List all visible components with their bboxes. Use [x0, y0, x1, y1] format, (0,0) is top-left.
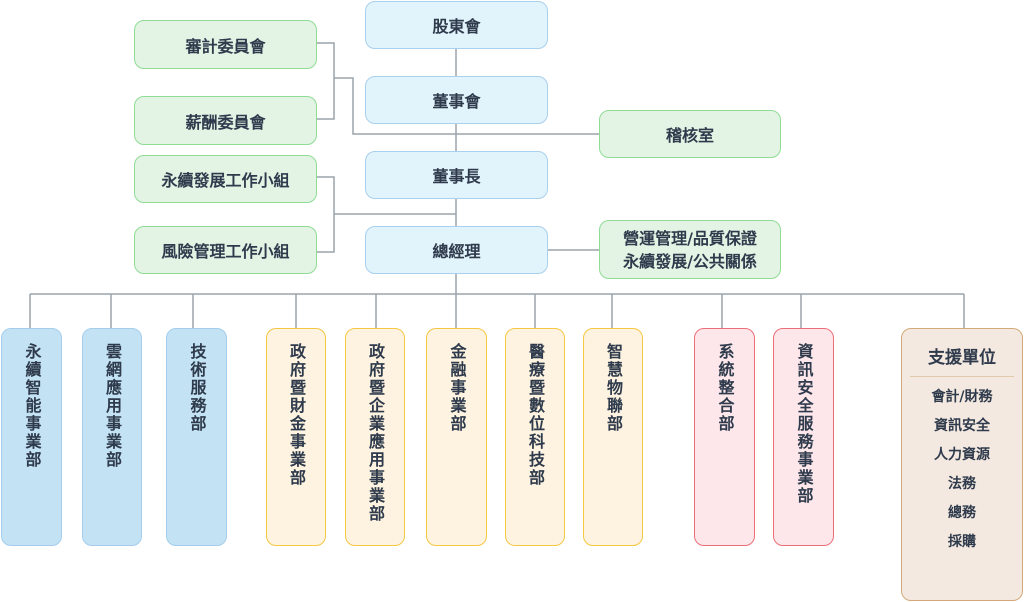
node-label: 風險管理工作小組 — [161, 242, 290, 261]
node-audit-committee: 審計委員會 — [134, 20, 317, 69]
node-label: 審計委員會 — [185, 36, 266, 56]
dept-node: 系統整合部 — [694, 328, 755, 546]
dept-node: 政府暨企業應用事業部 — [345, 328, 405, 546]
node-label-line1: 營運管理/品質保證 — [623, 228, 757, 248]
dept-node: 資訊安全服務事業部 — [773, 328, 834, 546]
dept-label: 金融事業部 — [447, 343, 467, 433]
dept-node: 政府暨財金事業部 — [266, 328, 326, 546]
dept-label: 政府暨企業應用事業部 — [366, 343, 385, 523]
connector-working-groups — [317, 176, 335, 253]
node-label: 總經理 — [432, 242, 481, 261]
support-item: 資訊安全 — [934, 418, 990, 434]
support-item: 會計/財務 — [931, 389, 993, 405]
connector-committees — [317, 42, 335, 120]
node-label: 董事會 — [432, 92, 481, 111]
dept-node: 金融事業部 — [426, 328, 487, 546]
dept-label: 技術服務部 — [187, 343, 207, 433]
node-chairman: 董事長 — [365, 151, 548, 199]
node-label: 稽核室 — [665, 126, 714, 145]
connector-committees-to-audit — [334, 77, 599, 135]
dept-node: 技術服務部 — [166, 328, 227, 546]
support-title: 支援單位 — [910, 343, 1014, 377]
node-label: 股東會 — [432, 17, 481, 36]
node-operations: 營運管理/品質保證 永續發展/公共關係 — [599, 220, 781, 279]
node-shareholders: 股東會 — [365, 1, 548, 49]
dept-label: 雲網應用事業部 — [103, 343, 122, 469]
node-internal-audit: 稽核室 — [599, 110, 781, 158]
dept-node: 醫療暨數位科技部 — [505, 328, 565, 546]
dept-node: 雲網應用事業部 — [82, 328, 142, 546]
support-item: 人力資源 — [934, 447, 990, 463]
dept-label: 資訊安全服務事業部 — [794, 343, 814, 505]
support-item: 法務 — [948, 476, 976, 492]
node-board: 董事會 — [365, 76, 548, 124]
dept-node: 智慧物聯部 — [583, 328, 643, 546]
node-risk-group: 風險管理工作小組 — [134, 226, 317, 274]
node-support-units: 支援單位 會計/財務 資訊安全 人力資源 法務 總務 採購 — [901, 328, 1023, 601]
node-sustainability-group: 永續發展工作小組 — [134, 155, 317, 203]
node-label: 永續發展工作小組 — [161, 171, 290, 190]
node-remuneration-committee: 薪酬委員會 — [134, 96, 317, 145]
node-label-line2: 永續發展/公共關係 — [623, 251, 757, 271]
dept-label: 醫療暨數位科技部 — [526, 343, 545, 487]
node-label: 薪酬委員會 — [185, 112, 266, 132]
node-label: 董事長 — [432, 167, 481, 186]
node-president: 總經理 — [365, 226, 548, 274]
dept-label: 系統整合部 — [715, 343, 735, 433]
dept-label: 政府暨財金事業部 — [287, 343, 306, 487]
dept-label: 智慧物聯部 — [604, 343, 623, 433]
support-item: 採購 — [948, 534, 976, 550]
support-item: 總務 — [948, 505, 976, 521]
dept-node: 永續智能事業部 — [1, 328, 62, 546]
dept-label: 永續智能事業部 — [22, 343, 42, 469]
